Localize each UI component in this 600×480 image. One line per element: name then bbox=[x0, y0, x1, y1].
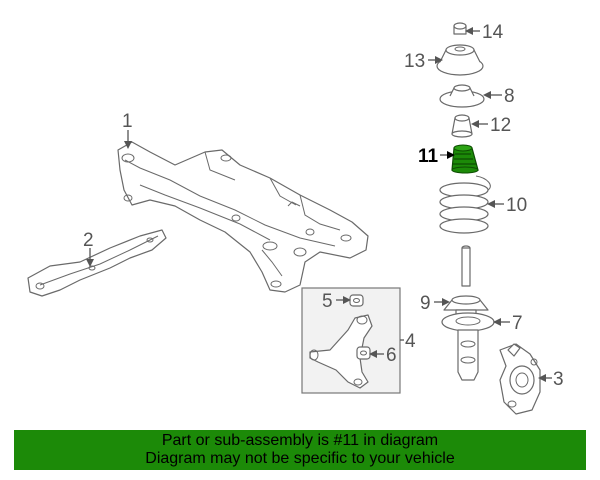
callout-2[interactable]: 2 bbox=[83, 230, 94, 251]
callout-11[interactable]: 11 bbox=[418, 146, 439, 167]
callout-14[interactable]: 14 bbox=[482, 22, 504, 43]
callout-12[interactable]: 12 bbox=[490, 115, 511, 136]
part-2-bracket[interactable] bbox=[27, 229, 167, 297]
part-10-coil-spring[interactable] bbox=[439, 175, 491, 234]
banner-line-2: Diagram may not be specific to your vehi… bbox=[145, 450, 455, 467]
part-13-strut-mount[interactable] bbox=[436, 44, 484, 76]
callout-1[interactable]: 1 bbox=[122, 111, 133, 132]
part-14-nut[interactable] bbox=[453, 22, 467, 35]
part-8-bearing-plate[interactable] bbox=[439, 84, 485, 108]
lower-control-arm[interactable] bbox=[309, 314, 373, 389]
part-1-crossmember[interactable] bbox=[117, 141, 369, 293]
part-info-banner: Part or sub-assembly is #11 in diagram D… bbox=[14, 430, 586, 470]
callout-8[interactable]: 8 bbox=[504, 86, 515, 107]
part-5-bushing[interactable] bbox=[349, 294, 364, 307]
part-4-lower-arm-box[interactable] bbox=[301, 287, 401, 394]
callout-3[interactable]: 3 bbox=[553, 369, 564, 390]
banner-line-1: Part or sub-assembly is #11 in diagram bbox=[161, 432, 439, 449]
part-11-dust-boot[interactable] bbox=[451, 144, 479, 174]
callout-6[interactable]: 6 bbox=[386, 345, 397, 366]
callout-7[interactable]: 7 bbox=[512, 313, 523, 334]
callout-10[interactable]: 10 bbox=[506, 195, 527, 216]
callout-4[interactable]: 4 bbox=[405, 331, 416, 352]
part-3-steering-knuckle[interactable] bbox=[499, 343, 541, 415]
part-12-bump-stop[interactable] bbox=[451, 114, 473, 138]
part-9-strut[interactable] bbox=[443, 245, 489, 319]
part-6-bushing[interactable] bbox=[356, 346, 371, 360]
parts-diagram: 1 2 3 4 5 6 7 8 9 10 11 12 13 14 bbox=[27, 22, 564, 415]
part-7-spring-seat[interactable] bbox=[441, 312, 495, 381]
callout-9[interactable]: 9 bbox=[420, 293, 431, 314]
callout-5[interactable]: 5 bbox=[322, 291, 333, 312]
callout-13[interactable]: 13 bbox=[404, 51, 425, 72]
